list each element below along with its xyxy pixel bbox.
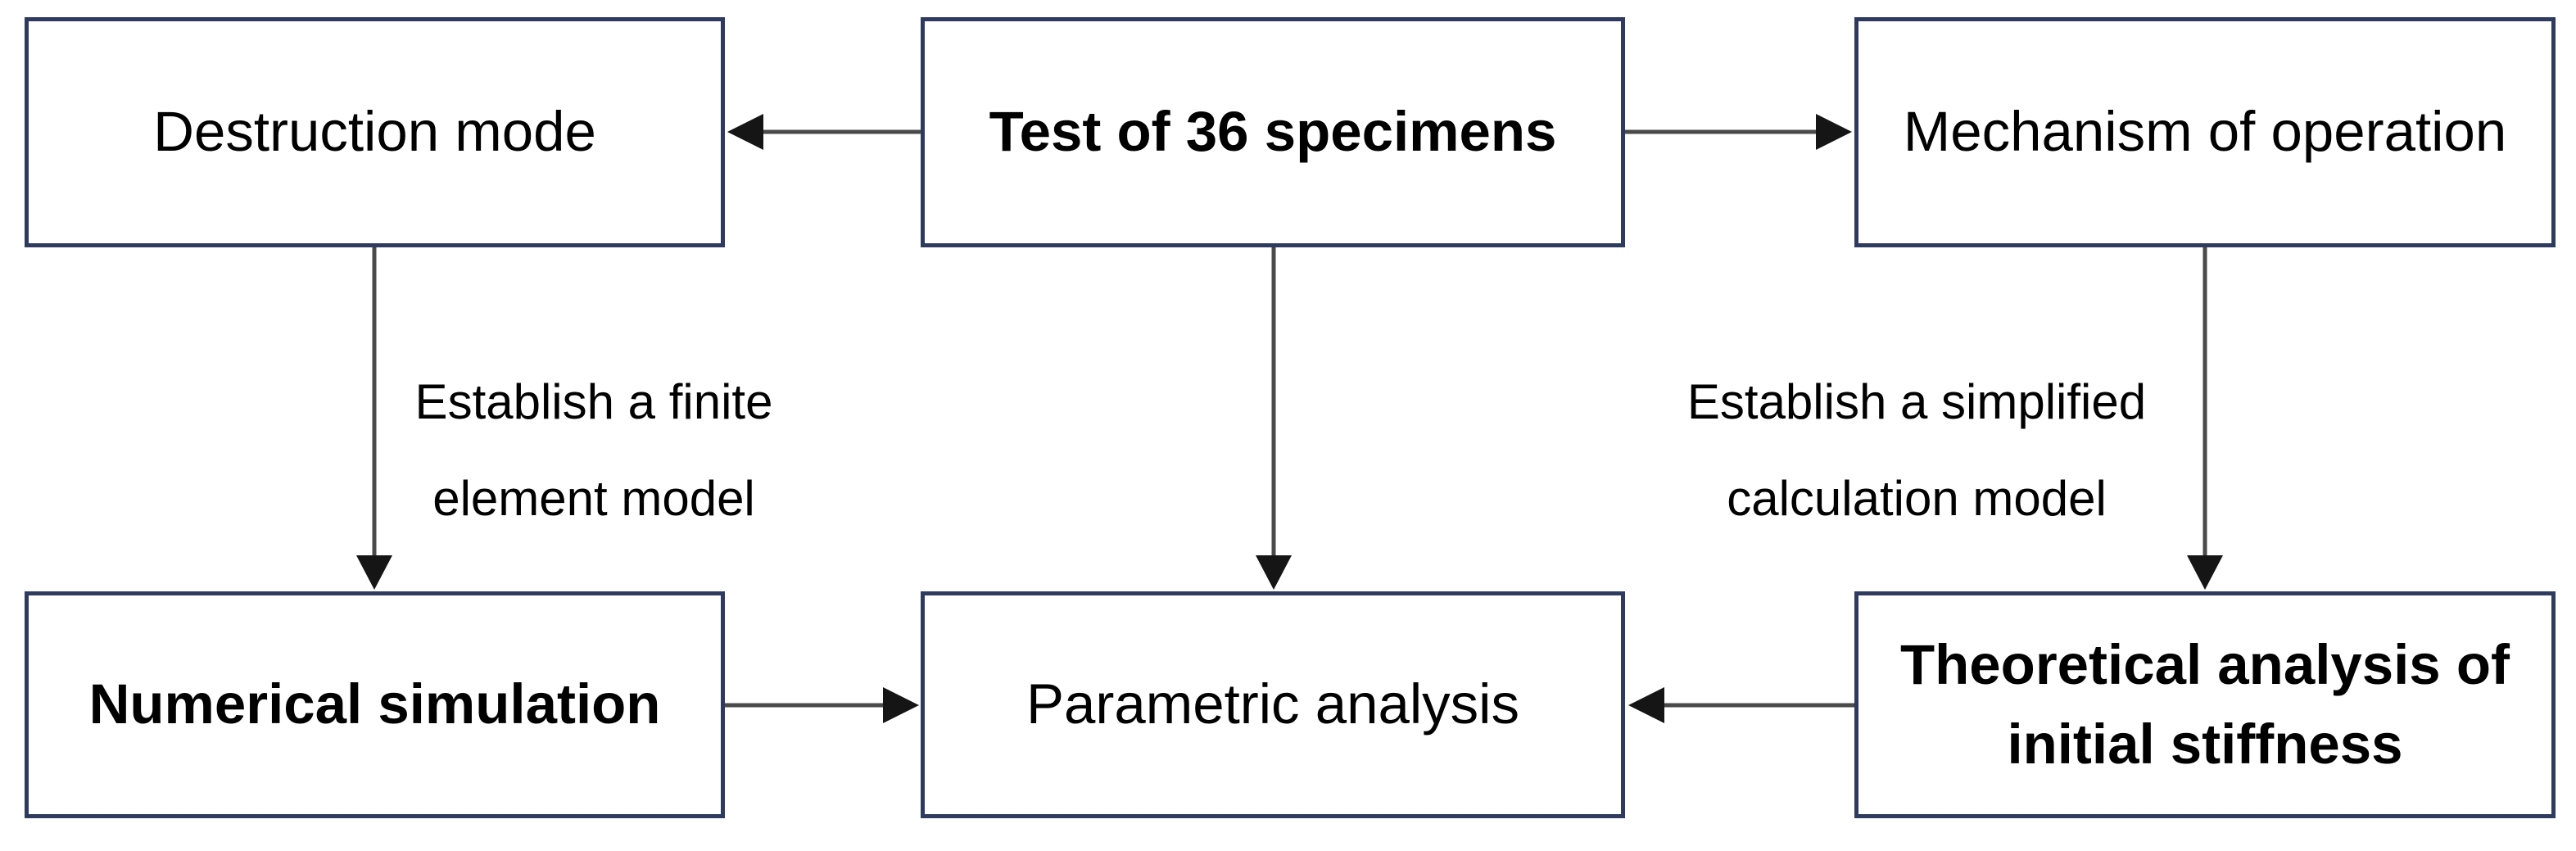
arrow-test-to-parametric [1256,247,1292,590]
node-test-of-36-specimens: Test of 36 specimens [921,17,1625,247]
arrow-destruction-to-numerical [356,247,392,590]
arrow-test-to-destruction [727,114,921,150]
node-destruction-mode: Destruction mode [25,17,725,247]
arrow-test-to-mechanism [1625,114,1852,150]
node-numerical-simulation: Numerical simulation [25,591,725,818]
arrow-theoretical-to-parametric [1628,687,1854,723]
edge-label-simplified-calculation-model: Establish a simplified calculation model [1686,374,2147,526]
arrow-mechanism-to-theoretical [2187,247,2223,590]
edge-label-finite-element-model: Establish a finite element model [414,374,773,526]
node-mechanism-of-operation: Mechanism of operation [1854,17,2556,247]
node-parametric-analysis: Parametric analysis [921,591,1625,818]
arrow-numerical-to-parametric [725,687,919,723]
node-theoretical-analysis: Theoretical analysis of initial stiffnes… [1854,591,2556,818]
